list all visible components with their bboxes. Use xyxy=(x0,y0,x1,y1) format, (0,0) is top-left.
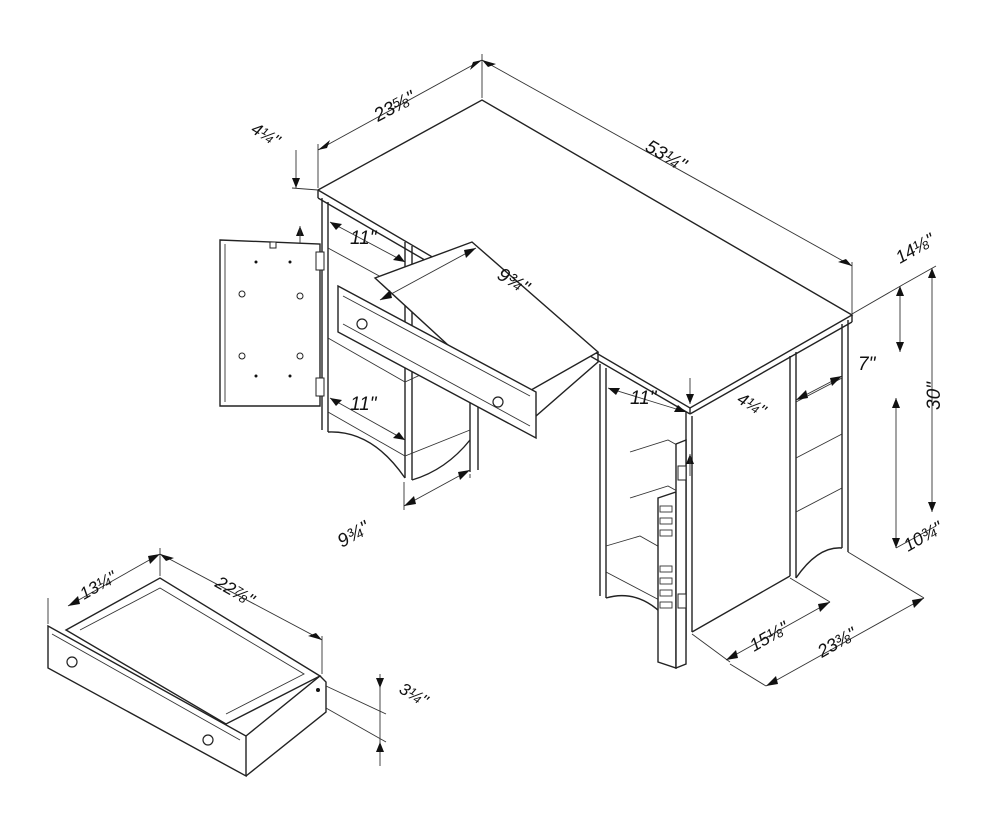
right-door xyxy=(657,438,687,670)
hinge-icon xyxy=(677,593,687,609)
label-drawer-length: 22⅞" xyxy=(211,572,259,611)
label-footprint-side: 15⅛" xyxy=(746,617,793,656)
label-drawer-width: 13¼" xyxy=(77,567,121,603)
knob-icon xyxy=(66,656,78,668)
label-compartment-lower-left: 11" xyxy=(350,394,378,415)
hinge-icon xyxy=(315,251,325,271)
hinge-icon xyxy=(315,377,325,397)
label-top-thickness-left: 4¼" xyxy=(248,119,284,151)
label-top-thickness-right: 4¼" xyxy=(734,389,770,421)
label-width: 53¼" xyxy=(642,136,691,177)
left-door xyxy=(219,239,325,407)
label-drawer-height: 3¼" xyxy=(396,679,432,711)
knob-icon xyxy=(492,396,504,408)
label-kneehole: 9¾" xyxy=(334,517,374,552)
label-right-shelf: 7" xyxy=(858,354,877,375)
arrowheads xyxy=(68,60,936,752)
label-top-depth: 23⅝" xyxy=(370,87,420,127)
label-footprint-depth: 23⅜" xyxy=(813,623,861,662)
loose-drawer xyxy=(47,577,327,778)
knob-icon xyxy=(356,318,368,330)
hinge-icon xyxy=(677,465,687,481)
label-compartment-right: 11" xyxy=(630,388,658,409)
label-height: 30" xyxy=(924,381,945,410)
knob-icon xyxy=(202,734,214,746)
center-drawer-open xyxy=(337,241,600,440)
label-right-tall: 14⅛" xyxy=(892,229,939,268)
label-right-bottom: 10¾" xyxy=(900,517,947,556)
label-compartment-upper-left: 11" xyxy=(350,228,378,249)
